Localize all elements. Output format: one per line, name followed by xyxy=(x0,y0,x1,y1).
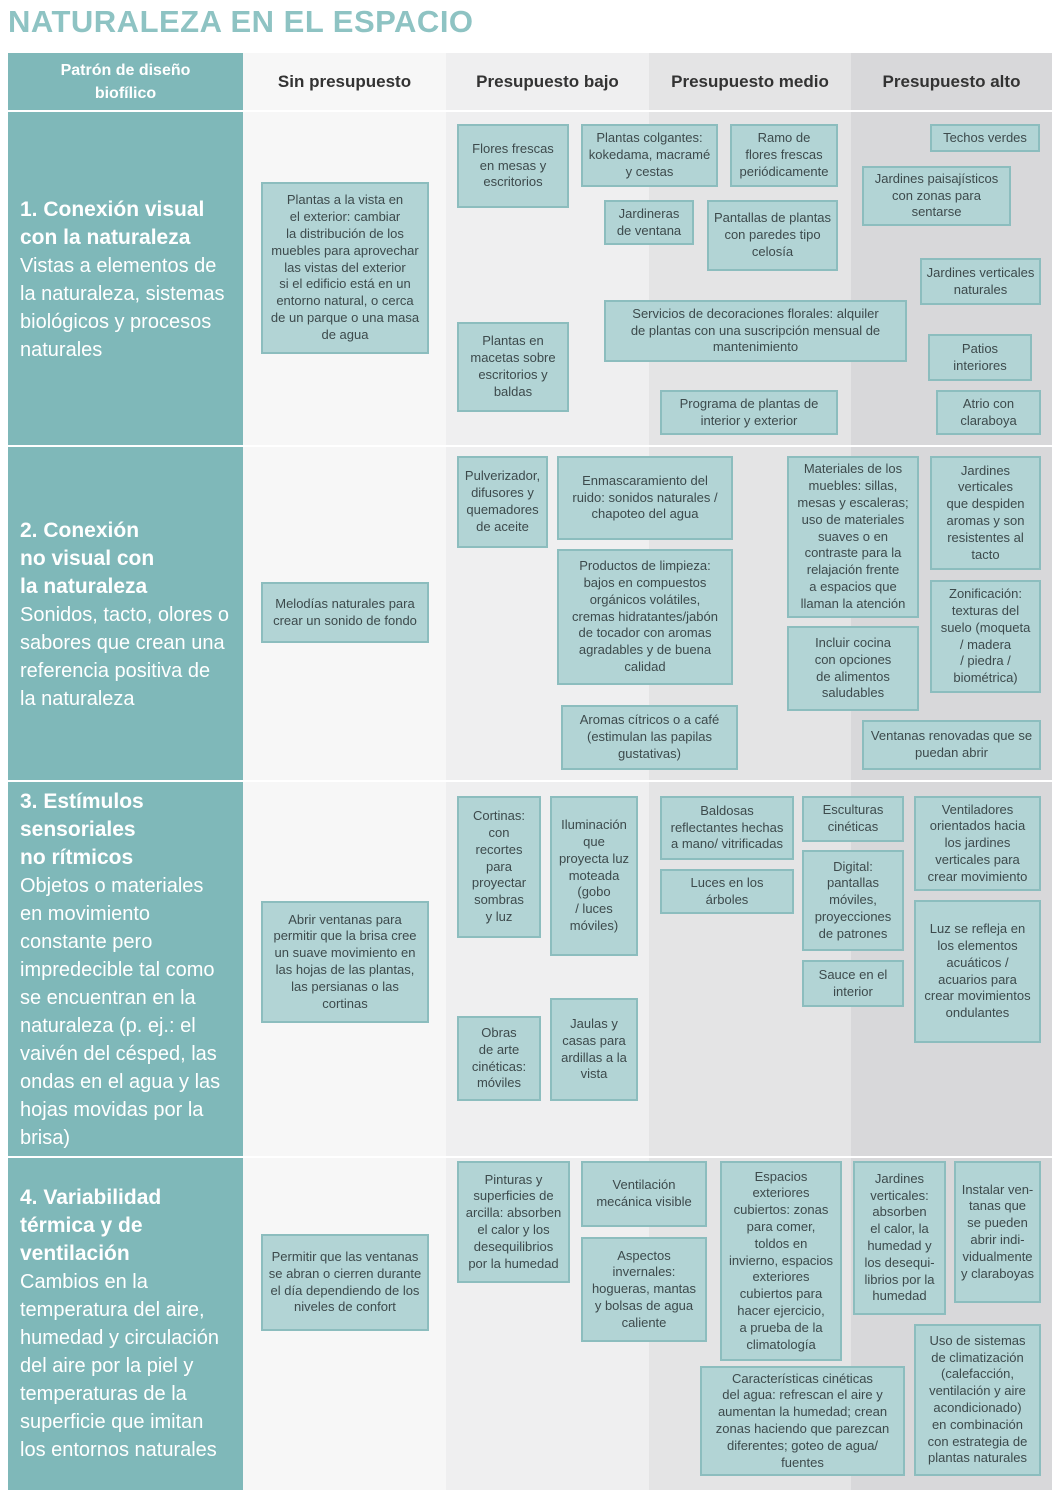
header-presupuesto-alto: Presupuesto alto xyxy=(882,71,1021,91)
idea-box: Flores frescas en mesas y escritorios xyxy=(457,124,569,208)
idea-box: Pulverizador, difusores y quemadores de … xyxy=(457,456,548,548)
idea-box: Luces en los árboles xyxy=(660,869,794,914)
idea-box: Patios interiores xyxy=(928,334,1032,381)
idea-box: Luz se refleja en los elementos acuático… xyxy=(914,900,1041,1043)
idea-box: Plantas colgantes: kokedama, macramé y c… xyxy=(581,124,718,187)
idea-box: Aromas cítricos o a café (estimulan las … xyxy=(561,705,738,770)
idea-box: Pantallas de plantas con paredes tipo ce… xyxy=(707,200,838,271)
idea-box: Materiales de los muebles: sillas, mesas… xyxy=(787,456,919,618)
idea-box: Jardines paisajísticos con zonas para se… xyxy=(862,166,1011,226)
idea-box: Esculturas cinéticas xyxy=(802,796,904,842)
idea-box: Instalar ven- tanas que se pueden abrir … xyxy=(954,1161,1041,1303)
idea-box: Enmascaramiento del ruido: sonidos natur… xyxy=(557,456,733,540)
idea-box: Uso de sistemas de climatización (calefa… xyxy=(914,1324,1041,1476)
header-sin-presupuesto: Sin presupuesto xyxy=(277,71,412,91)
idea-box: Abrir ventanas para permitir que la bris… xyxy=(261,901,429,1023)
idea-box: Baldosas reflectantes hechas a mano/ vit… xyxy=(660,796,794,860)
idea-box: Obras de arte cinéticas: móviles xyxy=(457,1016,541,1101)
row-title: 1. Conexión visual con la naturaleza xyxy=(20,198,205,249)
row-description: Cambios en la temperatura del aire, hume… xyxy=(20,1271,219,1461)
row-separator xyxy=(243,1156,1052,1158)
idea-box: Ventilación mecánica visible xyxy=(581,1161,707,1227)
idea-box: Ventanas renovadas que se puedan abrir xyxy=(862,720,1041,770)
row-separator xyxy=(243,445,1052,447)
idea-box: Espacios exteriores cubiertos: zonas par… xyxy=(720,1161,842,1361)
idea-box: Jardines verticales naturales xyxy=(920,258,1041,305)
idea-box: Sauce en el interior xyxy=(802,960,904,1007)
idea-box: Ventiladores orientados hacia los jardin… xyxy=(914,796,1041,891)
idea-box: Plantas en macetas sobre escritorios y b… xyxy=(457,322,569,412)
row-description: Sonidos, tacto, olores o sabores que cre… xyxy=(20,604,230,710)
idea-box: Aspectos invernales: hogueras, mantas y … xyxy=(581,1237,707,1342)
idea-box: Programa de plantas de interior y exteri… xyxy=(660,390,838,435)
idea-box: Permitir que las ventanas se abran o cie… xyxy=(261,1234,429,1331)
idea-box: Jardineras de ventana xyxy=(604,200,694,245)
idea-box: Zonificación: texturas del suelo (moquet… xyxy=(930,580,1041,693)
row-separator xyxy=(243,780,1052,782)
idea-box: Jardines verticales: absorben el calor, … xyxy=(853,1161,946,1315)
row-head-3: 3. Estímulos sensoriales no rítmicos Obj… xyxy=(8,782,243,1156)
header-presupuesto-medio: Presupuesto medio xyxy=(671,71,829,91)
page-title: NATURALEZA EN EL ESPACIO xyxy=(8,4,474,39)
idea-box: Cortinas: con recortes para proyectar so… xyxy=(457,796,541,938)
idea-box: Digital: pantallas móviles, proyecciones… xyxy=(802,850,904,951)
row-description: Objetos o materiales en movimiento const… xyxy=(20,875,221,1149)
row-head-1: 1. Conexión visual con la naturaleza Vis… xyxy=(8,112,243,445)
row-description: Vistas a elementos de la naturaleza, sis… xyxy=(20,255,225,361)
idea-box: Plantas a la vista en el exterior: cambi… xyxy=(261,182,429,354)
idea-box: Melodías naturales para crear un sonido … xyxy=(261,582,429,643)
row-head-2: 2. Conexión no visual con la naturaleza … xyxy=(8,447,243,780)
idea-box: Características cinéticas del agua: refr… xyxy=(700,1366,905,1476)
idea-box: Jardines verticales que despiden aromas … xyxy=(930,456,1041,570)
header-pattern: Patrón de diseño biofílico xyxy=(8,53,243,110)
row-separator xyxy=(243,110,1052,112)
idea-box: Techos verdes xyxy=(930,124,1040,152)
idea-box: Pinturas y superficies de arcilla: absor… xyxy=(457,1161,570,1283)
header-presupuesto-bajo: Presupuesto bajo xyxy=(476,71,619,91)
row-title: 4. Variabilidad térmica y de ventilación xyxy=(20,1186,162,1265)
idea-box: Jaulas y casas para ardillas a la vista xyxy=(550,998,638,1101)
row-head-4: 4. Variabilidad térmica y de ventilación… xyxy=(8,1158,243,1490)
idea-box: Atrio con claraboya xyxy=(936,390,1041,435)
idea-box: Servicios de decoraciones florales: alqu… xyxy=(604,300,907,362)
row-title: 3. Estímulos sensoriales no rítmicos xyxy=(20,790,144,869)
idea-box: Productos de limpieza: bajos en compuest… xyxy=(557,549,733,685)
idea-box: Iluminación que proyecta luz moteada (go… xyxy=(550,796,638,956)
idea-box: Ramo de flores frescas periódicamente xyxy=(730,124,838,187)
row-title: 2. Conexión no visual con la naturaleza xyxy=(20,519,155,598)
idea-box: Incluir cocina con opciones de alimentos… xyxy=(787,626,919,711)
